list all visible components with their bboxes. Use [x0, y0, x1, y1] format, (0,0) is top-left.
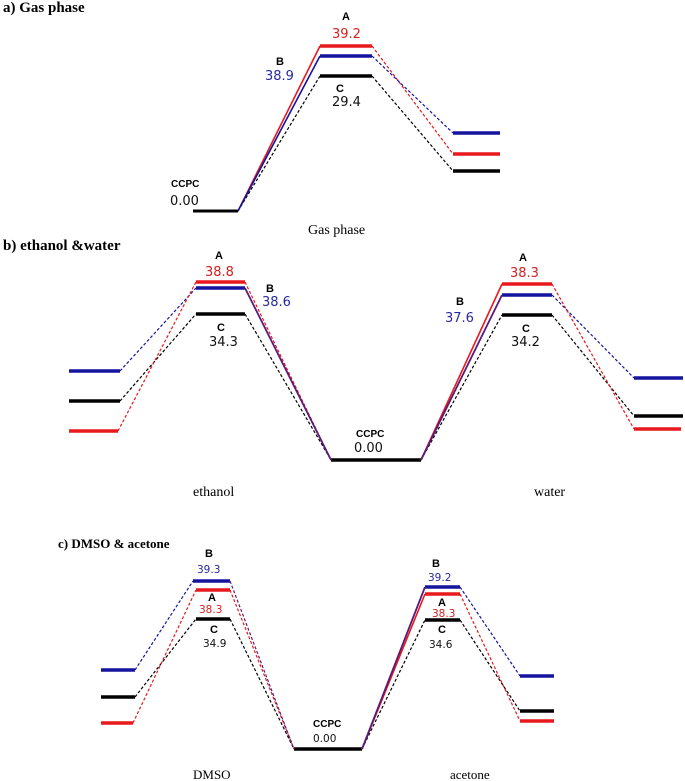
ts-value-B-acetone: 39.2: [428, 572, 451, 584]
ccpc-value-c: 0.00: [313, 733, 336, 745]
connector-C-ethanol-left: [119, 313, 197, 402]
connector-C-water-right: [551, 314, 635, 417]
ccpc-label-b: CCPC: [356, 429, 384, 440]
connector-A-acetone-right: [459, 593, 521, 722]
panel-ethanol-water: b) ethanol &water: [3, 238, 683, 500]
connector-C-dmso-right: [229, 618, 295, 750]
connector-A-ethanol-left: [117, 281, 197, 432]
ts-letter-C: C: [336, 83, 344, 95]
ts-letter-C-water: C: [522, 323, 530, 335]
caption-gas-phase: Gas phase: [308, 223, 365, 238]
ts-letter-B-water: B: [456, 296, 464, 308]
connector-A-right: [371, 45, 454, 155]
ts-letter-A-water: A: [519, 252, 527, 264]
ccpc-value: 0.00: [170, 194, 199, 209]
connector-B-ethanol-right: [244, 287, 332, 461]
connector-C-water-left: [420, 314, 503, 461]
ts-value-A-dmso: 38.3: [199, 604, 222, 616]
caption-ethanol: ethanol: [193, 485, 234, 500]
connector-C-right: [371, 75, 454, 172]
connector-B-dmso-left: [134, 580, 194, 671]
connector-A-water-right: [551, 283, 635, 430]
ts-letter-A: A: [342, 11, 350, 23]
ts-letter-B-dmso: B: [205, 548, 213, 560]
connector-C-dmso-left: [134, 618, 197, 698]
panel-title-a: a) Gas phase: [3, 0, 85, 16]
ts-value-C: 29.4: [332, 95, 361, 110]
ts-value-A-ethanol: 38.8: [205, 265, 234, 280]
connector-B-right: [371, 55, 454, 134]
connector-B-dmso-right: [229, 580, 295, 750]
connector-B-acetone-right: [459, 586, 521, 677]
connector-B-left: [237, 55, 321, 212]
ts-value-A-acetone: 38.3: [432, 608, 455, 620]
caption-acetone: acetone: [450, 767, 490, 781]
ts-value-C-dmso: 34.9: [203, 638, 226, 650]
ts-value-B-water: 37.6: [445, 311, 474, 326]
ts-value-B-ethanol: 38.6: [262, 295, 291, 310]
ts-value-B-dmso: 39.3: [197, 564, 220, 576]
panel-dmso-acetone: c) DMSO & acetone: [58, 536, 554, 781]
panel-gas-phase: a) Gas phase CCPC 0.00 A 39.2 B 38.9 C 2…: [3, 0, 500, 238]
ccpc-label: CCPC: [171, 179, 199, 190]
panel-title-c: c) DMSO & acetone: [58, 536, 170, 551]
ts-letter-C-ethanol: C: [217, 322, 225, 334]
panel-title-b: b) ethanol &water: [3, 238, 121, 254]
connector-B-water-left: [420, 294, 503, 461]
connector-A-ethanol-right: [244, 281, 332, 461]
ts-value-C-ethanol: 34.3: [209, 335, 238, 350]
connector-A-dmso-right: [229, 589, 295, 750]
ts-letter-B-acetone: B: [432, 558, 440, 570]
ts-letter-A-ethanol: A: [215, 250, 223, 262]
ts-letter-C-acetone: C: [438, 624, 446, 636]
connector-C-acetone-left: [361, 619, 426, 750]
connector-B-acetone-left: [361, 586, 426, 750]
ts-letter-A-acetone: A: [438, 597, 446, 609]
connector-C-ethanol-right: [244, 313, 332, 461]
ts-letter-B: B: [276, 56, 284, 68]
ts-letter-B-ethanol: B: [266, 283, 274, 295]
ccpc-label-c: CCPC: [313, 719, 341, 730]
ts-value-A-water: 38.3: [510, 266, 539, 281]
ts-value-C-acetone: 34.6: [429, 639, 453, 651]
connector-B-water-right: [551, 294, 635, 379]
ccpc-value-b: 0.00: [354, 441, 383, 456]
ts-letter-C-dmso: C: [210, 624, 218, 636]
ts-letter-A-dmso: A: [208, 592, 216, 604]
connector-C-acetone-right: [459, 619, 521, 712]
ts-value-A: 39.2: [332, 27, 361, 42]
caption-water: water: [534, 485, 565, 500]
caption-dmso: DMSO: [193, 767, 231, 781]
ts-value-B: 38.9: [265, 69, 294, 84]
connector-C-left: [237, 75, 321, 212]
connector-B-ethanol-left: [119, 287, 197, 372]
connector-A-dmso-left: [132, 589, 197, 724]
ts-value-C-water: 34.2: [511, 335, 540, 350]
